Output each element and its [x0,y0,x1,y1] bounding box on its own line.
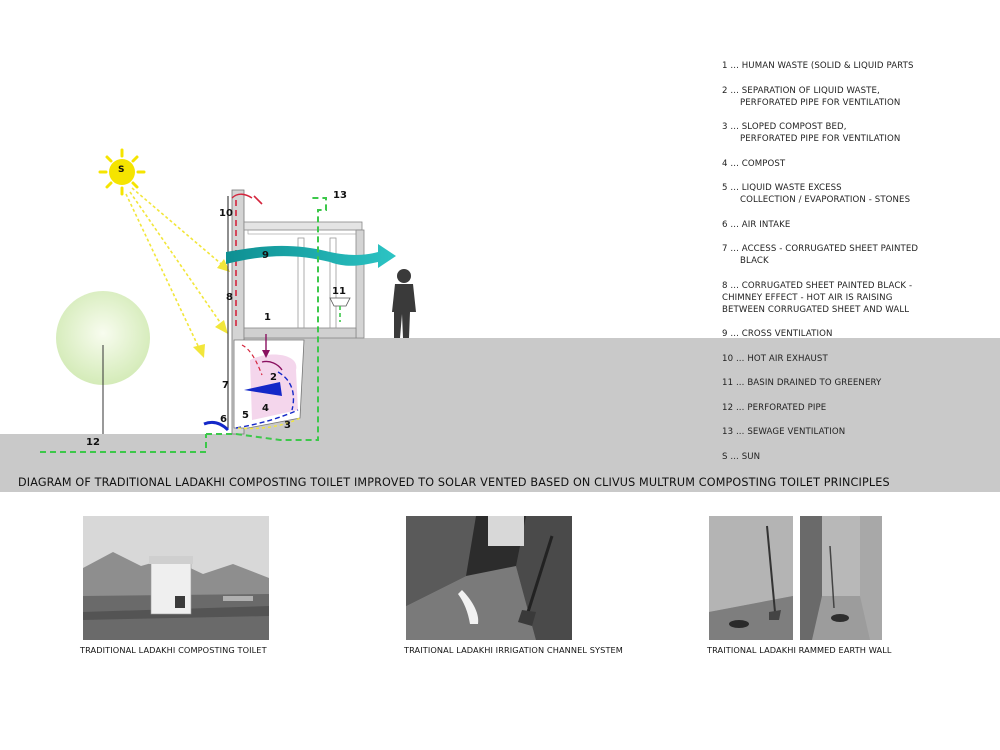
diagram-caption: DIAGRAM OF TRADITIONAL LADAKHI COMPOSTIN… [18,476,890,489]
legend: 1 ... HUMAN WASTE (SOLID & LIQUID PARTS … [722,60,992,475]
legend-item: 10 ... HOT AIR EXHAUST [722,353,828,364]
label-2: 2 [270,372,277,383]
label-1: 1 [264,312,271,323]
photo-rammed-earth-wall-1 [709,516,793,640]
legend-item: 6 ... AIR INTAKE [722,219,791,230]
legend-item: 12 ... PERFORATED PIPE [722,402,827,413]
legend-item: 2 ... SEPARATION OF LIQUID WASTE,PERFORA… [722,85,901,108]
label-12: 12 [86,437,100,448]
photo-composting-toilet [83,516,269,640]
label-sun: S [118,165,125,175]
label-9: 9 [262,250,269,261]
label-4: 4 [262,403,269,414]
solar-rays [125,187,227,351]
legend-item: 9 ... CROSS VENTILATION [722,329,833,339]
label-3: 3 [284,420,291,431]
photo-rammed-earth-wall-2 [800,516,882,640]
legend-item: 1 ... HUMAN WASTE (SOLID & LIQUID PARTS [722,61,914,71]
sun-icon [98,148,146,196]
label-7: 7 [222,380,229,391]
legend-item: 11 ... BASIN DRAINED TO GREENERY [722,378,882,388]
cross-ventilation-arrow [226,244,396,268]
legend-item: S ... SUN [722,451,761,462]
label-10: 10 [219,208,233,219]
legend-item: 3 ... SLOPED COMPOST BED,PERFORATED PIPE… [722,122,901,144]
legend-item: 4 ... COMPOST [722,158,786,169]
photo-caption-3: TRAITIONAL LADAKHI RAMMED EARTH WALL [707,645,892,655]
solar-ray-arrowheads [193,259,230,358]
label-5: 5 [242,410,249,421]
label-11: 11 [332,286,346,297]
photo-caption-2: TRAITIONAL LADAKHI IRRIGATION CHANNEL SY… [404,645,623,655]
label-6: 6 [220,414,227,425]
legend-item: 8 ... CORRUGATED SHEET PAINTED BLACK -CH… [722,280,913,315]
legend-item: 13 ... SEWAGE VENTILATION [722,427,846,437]
photo-irrigation-channel [406,516,572,640]
tree-icon [56,291,150,434]
label-8: 8 [226,292,233,303]
person-silhouette-icon [392,269,416,338]
sewage-ventilation-pipe [40,197,327,453]
photo-caption-1: TRADITIONAL LADAKHI COMPOSTING TOILET [80,645,267,655]
label-13: 13 [333,190,347,201]
